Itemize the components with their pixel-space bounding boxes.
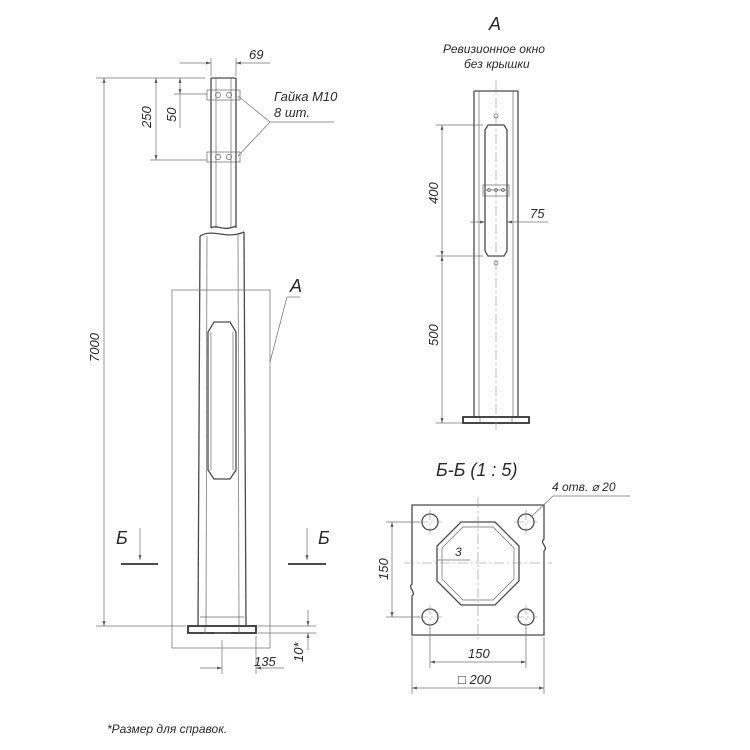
- dimension-69: 69: [180, 47, 270, 76]
- view-a-title: А: [488, 14, 501, 34]
- footnote: *Размер для справок.: [107, 722, 227, 736]
- dimension-500: 500: [426, 255, 462, 424]
- holes-label: 4 отв. ⌀ 20: [552, 480, 616, 494]
- dim-500-label: 500: [426, 324, 441, 346]
- dim-250-label: 250: [139, 106, 154, 129]
- section-mark-right-label: Б: [318, 528, 330, 548]
- callout-a-label: А: [289, 276, 302, 296]
- section-title: Б-Б (1 : 5): [436, 460, 517, 480]
- dim-50-label: 50: [164, 107, 179, 122]
- inspection-window: [484, 124, 508, 257]
- dim-400-label: 400: [426, 182, 441, 204]
- dim-200-label: □ 200: [458, 672, 492, 687]
- view-a: А Ревизионное окно без крышки 400: [426, 14, 548, 430]
- section-b-b: Б-Б (1 : 5) 4 отв. ⌀ 20: [376, 460, 630, 694]
- section-mark-right: Б: [288, 528, 330, 565]
- dimension-3: 3: [437, 545, 470, 561]
- dim-150-vertical-label: 150: [376, 558, 391, 580]
- dimension-75: 75: [470, 206, 548, 224]
- dim-150-horizontal-label: 150: [468, 646, 490, 661]
- octagonal-tube-outer: [436, 521, 520, 606]
- dim-10-label: 10*: [291, 642, 306, 662]
- mount-holes: [418, 510, 538, 629]
- section-mark-left-label: Б: [116, 528, 128, 548]
- view-a-subtitle-line2: без крышки: [464, 57, 530, 71]
- holes-callout: 4 отв. ⌀ 20: [531, 480, 630, 517]
- dim-75-label: 75: [530, 206, 545, 221]
- dim-7000-label: 7000: [87, 332, 102, 362]
- section-mark-left: Б: [116, 528, 158, 565]
- octagonal-tube-inner: [441, 526, 515, 601]
- nut-callout: Гайка М10 8 шт.: [237, 89, 338, 157]
- nut-label-line1: Гайка М10: [274, 89, 338, 104]
- dim-135-label: 135: [254, 654, 276, 669]
- dimension-200: □ 200: [411, 637, 545, 694]
- main-pole-view: А Б Б 7000 250 50: [87, 47, 338, 674]
- dim-3-label: 3: [455, 545, 462, 559]
- dimension-7000: 7000: [87, 77, 205, 627]
- dimension-50: 50: [164, 78, 207, 128]
- view-a-subtitle-line1: Ревизионное окно: [443, 42, 545, 56]
- detail-a-frame: [171, 289, 271, 649]
- base-plate-section: [409, 504, 547, 636]
- dimension-250: 250: [139, 78, 207, 161]
- dim-69-label: 69: [249, 47, 263, 62]
- dimension-10: 10*: [258, 610, 316, 662]
- nut-label-line2: 8 шт.: [274, 105, 310, 120]
- dimension-135: 135: [200, 636, 284, 674]
- lower-tube: [187, 231, 257, 634]
- dimension-150-vertical: 150: [376, 521, 420, 618]
- upper-tube: [206, 77, 241, 229]
- dimension-150-horizontal: 150: [429, 627, 527, 668]
- dimension-400: 400: [426, 124, 483, 257]
